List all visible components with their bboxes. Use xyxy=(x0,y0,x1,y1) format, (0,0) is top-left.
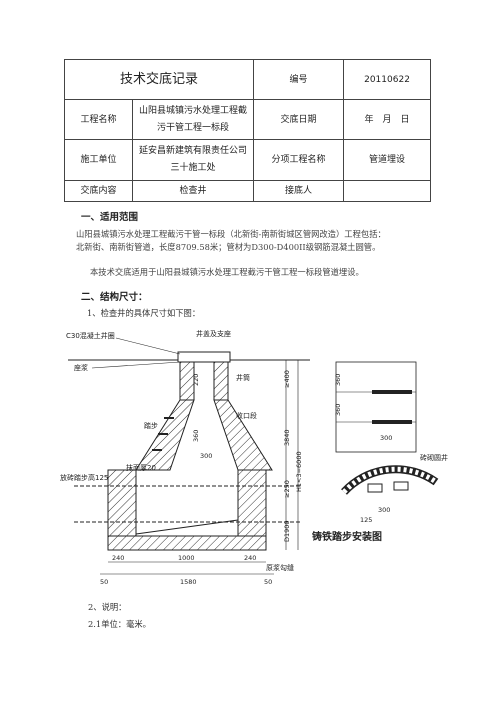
label-step: 踏步 xyxy=(144,421,158,430)
section1-para1-line1: 山阳县城镇污水处理工程截污干管一标段（北新街-南新街城区管网改造）工程包括： xyxy=(76,229,386,239)
receiver-label: 接底人 xyxy=(253,180,345,202)
section1-para1-line2: 北新街、南新街管道，长度8709.58米；管材为D300-D400II级钢筋混凝… xyxy=(76,242,381,252)
inspection-well-drawing: C30混凝土井圈 井盖及支座 座浆 井筒 收口段 踏步 抹面厚20 放砖踏步高1… xyxy=(60,329,448,586)
label-cover: C30混凝土井圈 xyxy=(66,331,115,340)
dim-300b: 300 xyxy=(380,434,392,442)
contractor-label: 施工单位 xyxy=(64,139,133,181)
content-value: 检查井 xyxy=(131,180,255,202)
section1-para2: 本技术交底适用于山阳县城镇污水处理工程截污干管工程一标段管道埋设。 xyxy=(90,267,364,277)
label-cushion: 座浆 xyxy=(74,363,88,372)
section2-item2: 2、说明： xyxy=(88,602,127,612)
dim-300c: 300 xyxy=(378,506,390,514)
cover-frame-shape xyxy=(177,351,231,363)
dim-r125: 125 xyxy=(360,516,372,524)
date-value: 年 月 日 xyxy=(343,99,432,140)
content-label: 交底内容 xyxy=(64,180,133,202)
dim-50b: 50 xyxy=(264,578,272,586)
dim-360c: 360 xyxy=(334,374,342,386)
dim-220: 220 xyxy=(192,374,200,386)
chamber-left-wall xyxy=(107,469,137,537)
document-title: 技术交底记录 xyxy=(63,59,255,100)
dim-400: ≥400 xyxy=(283,370,291,388)
step-detail-box xyxy=(335,361,417,453)
receiver-value xyxy=(343,180,432,202)
number-label: 编号 xyxy=(253,59,345,100)
handover-header-table: 技术交底记录 编号 20110622 工程名称 山阳县城镇污水处理工程截 污干管… xyxy=(63,59,432,202)
contractor-line2: 三十施工处 xyxy=(170,163,216,173)
taper-right-wall xyxy=(213,399,273,471)
project-name-value: 山阳县城镇污水处理工程截 污干管工程一标段 xyxy=(131,99,255,140)
dim-50a: 50 xyxy=(100,578,108,586)
label-lid: 井盖及支座 xyxy=(196,329,231,338)
contractor-value: 延安昌新建筑有限责任公司 三十施工处 xyxy=(131,139,255,181)
base-slab xyxy=(107,535,267,551)
sub-project-label: 分项工程名称 xyxy=(253,139,345,181)
label-plaster: 抹面厚20 xyxy=(126,463,156,472)
dim-d1900: D1900 xyxy=(283,520,291,542)
section1-heading: 一、适用范围 xyxy=(81,212,139,223)
steps-icon xyxy=(152,417,174,451)
date-label: 交底日期 xyxy=(253,99,345,140)
section2-item2-1: 2.1单位：毫米。 xyxy=(88,619,151,629)
bench-line xyxy=(135,519,239,535)
dim-360a: 360 xyxy=(192,430,200,442)
contractor-line1: 延安昌新建筑有限责任公司 xyxy=(139,146,248,156)
label-round-well: 砖砌圆井 xyxy=(420,453,448,462)
number-value: 20110622 xyxy=(343,59,432,100)
section2-item1: 1、检查井的具体尺寸如下图： xyxy=(87,308,201,318)
neck-right-wall xyxy=(213,361,229,401)
section2-heading: 二、结构尺寸： xyxy=(81,292,148,303)
project-name-label: 工程名称 xyxy=(64,99,133,140)
dim-240b: 240 xyxy=(244,554,256,562)
step-bar-1 xyxy=(372,390,412,394)
dim-250: ≥250 xyxy=(283,480,291,498)
dim-1000: 1000 xyxy=(178,554,195,562)
dim-360d: 360 xyxy=(334,404,342,416)
chamber-right-wall xyxy=(237,469,267,537)
dim-3840: 3840 xyxy=(283,429,291,446)
install-drawing-title: 铸铁踏步安装图 xyxy=(312,530,382,543)
label-mortar: 原浆勾缝 xyxy=(266,563,294,572)
project-name-line1: 山阳县城镇污水处理工程截 xyxy=(139,105,248,116)
step-plan-right xyxy=(393,481,409,491)
step-plan-left xyxy=(367,483,383,493)
label-step-height: 放砖踏步高125 xyxy=(60,473,108,482)
project-name-line2: 污干管工程一标段 xyxy=(157,122,230,133)
sub-project-value: 管道埋设 xyxy=(343,139,432,181)
step-bar-2 xyxy=(372,420,412,424)
dim-240a: 240 xyxy=(112,554,124,562)
label-neck: 井筒 xyxy=(236,373,250,382)
dim-1580: 1580 xyxy=(180,578,197,586)
dim-300a: 300 xyxy=(200,452,212,460)
label-taper: 收口段 xyxy=(236,411,257,420)
dim-h: H1<3=6000 xyxy=(295,451,303,492)
